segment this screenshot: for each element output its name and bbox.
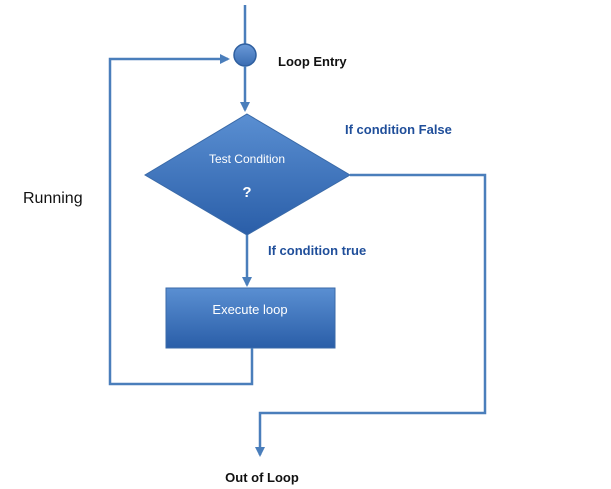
test-condition-diamond — [144, 113, 351, 236]
test-condition-label: Test Condition — [209, 152, 285, 166]
loop-entry-label: Loop Entry — [278, 54, 347, 69]
execute-loop-box — [165, 287, 336, 349]
loop-entry-node — [233, 43, 257, 67]
execute-loop-label: Execute loop — [212, 302, 287, 317]
running-loopback-line — [108, 54, 254, 386]
running-label: Running — [23, 190, 83, 207]
if-true-label: If condition true — [268, 243, 366, 258]
question-mark-label: ? — [242, 184, 251, 201]
out-of-loop-label: Out of Loop — [225, 470, 299, 485]
if-false-label: If condition False — [345, 122, 452, 137]
condition-false-exit-line — [255, 173, 487, 457]
